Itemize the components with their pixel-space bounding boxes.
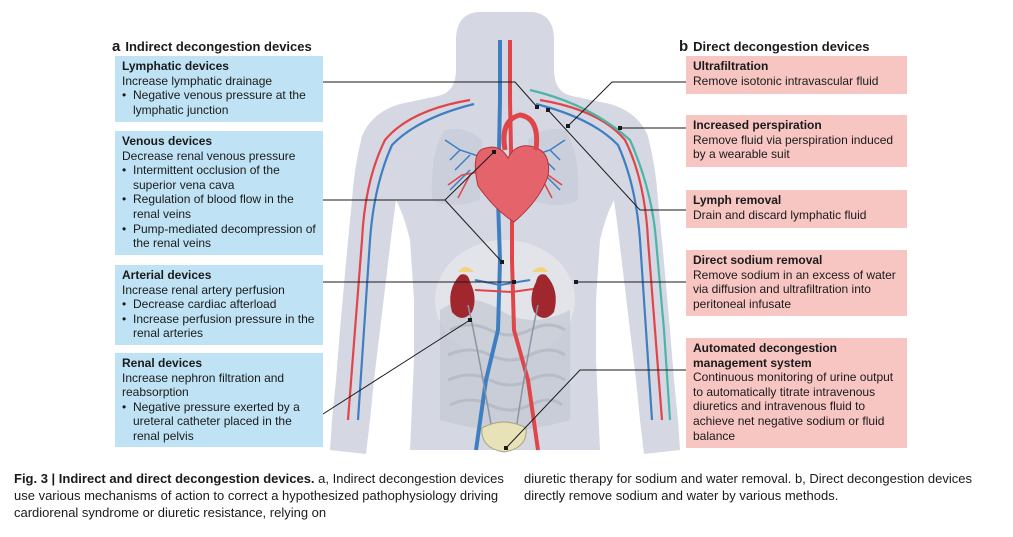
box-description: Drain and discard lymphatic fluid [693, 207, 867, 222]
leader-lines-direct [505, 81, 686, 449]
box-title: Direct sodium removal [693, 253, 823, 267]
box-title: Lymphatic devices [122, 59, 229, 73]
right-adrenal [532, 267, 548, 272]
arterial-devices-box: Arterial devices Increase renal artery p… [115, 265, 323, 345]
heart [474, 145, 550, 223]
bullet-list: Negative pressure exerted by a ureteral … [122, 400, 317, 444]
bullet-item: Regulation of blood flow in the renal ve… [122, 192, 317, 221]
automated-decongestion-box: Automated decongestion management system… [686, 338, 907, 448]
box-title: Venous devices [122, 134, 213, 148]
bullet-item: Increase perfusion pressure in the renal… [122, 312, 317, 341]
direct-sodium-removal-box: Direct sodium removal Remove sodium in a… [686, 250, 907, 316]
box-title: Automated decongestion management system [693, 341, 838, 370]
aortic-arch [501, 112, 540, 151]
panel-a-heading: a Indirect decongestion devices [112, 38, 312, 55]
bullet-item: Intermittent occlusion of the superior v… [122, 163, 317, 192]
increased-perspiration-box: Increased perspiration Remove fluid via … [686, 115, 907, 167]
left-lung [431, 128, 482, 205]
lymph-removal-box: Lymph removal Drain and discard lymphati… [686, 190, 907, 228]
box-description: Increase lymphatic drainage [122, 73, 273, 88]
arm-vessels [346, 88, 672, 421]
bullet-item: Decrease cardiac afterload [122, 297, 317, 312]
ureters [467, 304, 539, 431]
panel-a-letter: a [112, 38, 121, 55]
bullet-item: Negative pressure exerted by a ureteral … [122, 400, 317, 444]
bullet-list: Decrease cardiac afterload Increase perf… [122, 297, 317, 341]
caption-column-right: diuretic therapy for sodium and water re… [524, 471, 972, 503]
venous-devices-box: Venous devices Decrease renal venous pre… [115, 131, 323, 255]
lymphatic-devices-box: Lymphatic devices Increase lymphatic dra… [115, 56, 323, 122]
bullet-list: Intermittent occlusion of the superior v… [122, 163, 317, 251]
leader-points-direct [504, 108, 622, 450]
panel-b-letter: b [679, 38, 689, 55]
bullet-item: Pump-mediated decompression of the renal… [122, 222, 317, 251]
caption-text-left: a, Indirect decongestion devices use var… [14, 471, 504, 520]
leader-lines-indirect [322, 81, 539, 415]
bullet-item: Negative venous pressure at the lymphati… [122, 88, 317, 117]
box-title: Arterial devices [122, 268, 212, 282]
left-adrenal [458, 267, 474, 272]
box-description: Remove fluid via perspiration induced by… [693, 132, 894, 162]
caption-column-left: Fig. 3 | Indirect and direct decongestio… [14, 470, 504, 521]
box-description: Remove sodium in an excess of water via … [693, 267, 896, 311]
intestine-coils [447, 323, 566, 412]
intestines [440, 300, 570, 430]
caption-label: Fig. 3 | Indirect and direct decongestio… [14, 471, 315, 486]
box-description: Continuous monitoring of urine output to… [693, 370, 894, 443]
bladder [481, 421, 527, 453]
panel-a-title: Indirect decongestion devices [125, 39, 312, 54]
body-silhouette [330, 12, 680, 454]
box-description: Remove isotonic intravascular fluid [693, 73, 879, 88]
box-description: Increase nephron filtration and reabsorp… [122, 370, 285, 400]
box-title: Renal devices [122, 356, 203, 370]
panel-b-title: Direct decongestion devices [693, 39, 870, 54]
panel-b-heading: b Direct decongestion devices [679, 38, 869, 55]
renal-devices-box: Renal devices Increase nephron filtratio… [115, 353, 323, 447]
box-description: Increase renal artery perfusion [122, 282, 285, 297]
box-title: Lymph removal [693, 193, 782, 207]
box-title: Ultrafiltration [693, 59, 769, 73]
box-title: Increased perspiration [693, 118, 822, 132]
bullet-list: Negative venous pressure at the lymphati… [122, 88, 317, 117]
box-description: Decrease renal venous pressure [122, 148, 296, 163]
leader-points-indirect [468, 105, 539, 322]
ultrafiltration-box: Ultrafiltration Remove isotonic intravas… [686, 56, 907, 94]
anatomy-illustration [322, 12, 686, 454]
